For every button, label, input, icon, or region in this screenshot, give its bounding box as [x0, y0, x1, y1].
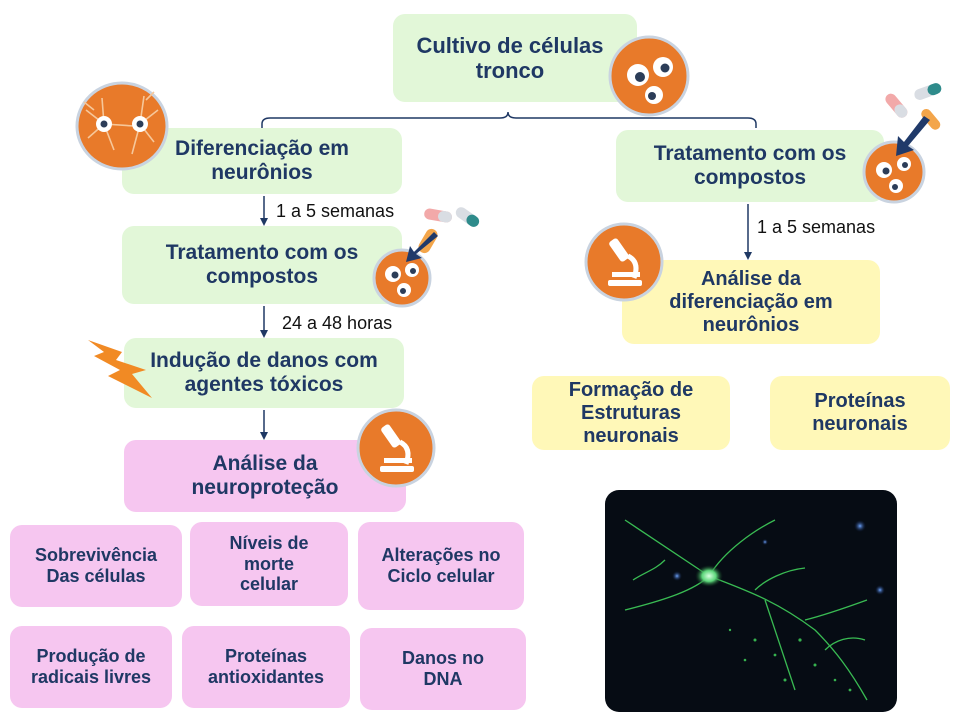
differentiation-analysis-box: Análise da diferenciação em neurônios	[622, 260, 880, 344]
lightning-icon	[88, 336, 154, 400]
neuron-fluorescence-image	[605, 490, 897, 712]
pills-icon	[422, 204, 484, 232]
right-interval-label: 1 a 5 semanas	[757, 217, 876, 237]
interval-1-label: 1 a 5 semanas	[276, 201, 395, 221]
right-treatment-label: Tratamento com os compostos	[653, 141, 847, 189]
outcome-antioxidant-proteins: Proteínas antioxidantes	[182, 626, 350, 708]
outcome-cell-death: Níveis de morte celular	[190, 522, 348, 606]
neuroprotection-analysis-label: Análise da neuroproteção	[191, 451, 339, 499]
differentiation-box: Diferenciação em neurônios	[122, 128, 402, 194]
outcome-cell-cycle: Alterações no Ciclo celular	[358, 522, 524, 610]
outcome-neuronal-proteins: Proteínas neuronais	[770, 376, 950, 450]
differentiation-analysis-label: Análise da diferenciação em neurônios	[669, 267, 833, 336]
right-treatment-box: Tratamento com os compostos	[616, 130, 884, 202]
microscope-icon-right	[584, 222, 664, 302]
damage-induction-label: Indução de danos com agentes tóxicos	[150, 348, 378, 396]
outcome-neuronal-structures-label: Formação de Estruturas neuronais	[568, 378, 694, 447]
top-bracket	[261, 111, 757, 128]
compounds-icon-left	[362, 222, 448, 310]
stem-cells-icon	[608, 35, 690, 117]
compounds-icon-right	[858, 112, 934, 208]
damage-induction-box: Indução de danos com agentes tóxicos	[124, 338, 404, 408]
stem-cell-culture-box: Cultivo de células tronco	[393, 14, 637, 102]
differentiation-label: Diferenciação em neurônios	[175, 136, 349, 184]
outcome-neuronal-proteins-label: Proteínas neuronais	[812, 390, 908, 435]
stem-cell-culture-label: Cultivo de células tronco	[416, 32, 604, 83]
interval-2-label: 24 a 48 horas	[282, 313, 393, 333]
outcome-dna-damage: Danos no DNA	[360, 628, 526, 710]
outcome-free-radicals-label: Produção de radicais livres	[30, 646, 152, 687]
left-treatment-box: Tratamento com os compostos	[122, 226, 402, 304]
outcome-cell-death-label: Níveis de morte celular	[229, 532, 309, 595]
microscope-icon-left	[356, 408, 436, 488]
neurons-icon	[74, 80, 170, 172]
outcome-antioxidant-proteins-label: Proteínas antioxidantes	[207, 646, 325, 687]
outcome-cell-cycle-label: Alterações no Ciclo celular	[381, 545, 501, 586]
outcome-neuronal-structures: Formação de Estruturas neuronais	[532, 376, 730, 450]
pills-icon-right	[880, 80, 946, 136]
outcome-survival: Sobrevivência Das células	[10, 525, 182, 607]
outcome-survival-label: Sobrevivência Das células	[34, 545, 158, 586]
outcome-dna-damage-label: Danos no DNA	[401, 648, 484, 689]
left-treatment-label: Tratamento com os compostos	[165, 240, 359, 288]
outcome-free-radicals: Produção de radicais livres	[10, 626, 172, 708]
